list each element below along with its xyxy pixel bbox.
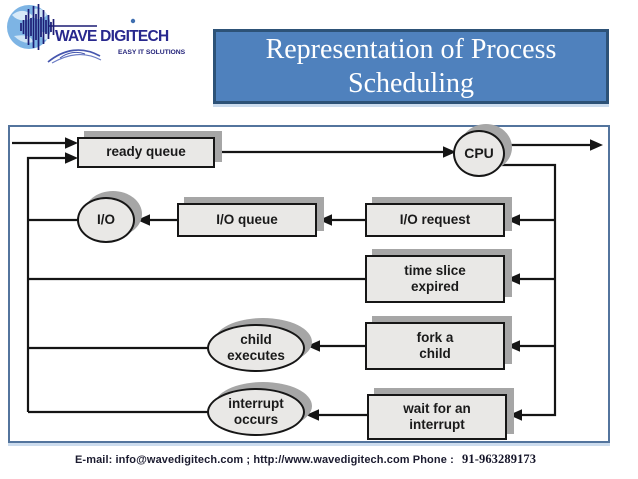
node-label: child bbox=[240, 331, 272, 347]
waveform-icon bbox=[20, 4, 97, 50]
node-time-slice-expired: time slice expired bbox=[365, 255, 505, 303]
slide-title-line-2: Scheduling bbox=[348, 67, 474, 99]
node-ready-queue: ready queue bbox=[77, 137, 215, 168]
node-fork-a-child: fork a child bbox=[365, 322, 505, 370]
logo-dot-icon bbox=[130, 18, 136, 24]
node-label: interrupt bbox=[409, 417, 465, 432]
node-label: expired bbox=[410, 279, 460, 294]
node-label: time slice bbox=[404, 262, 466, 278]
node-io: I/O bbox=[77, 197, 135, 243]
node-label: wait for an bbox=[403, 400, 471, 416]
wave-digitech-logo: WAVE DIGITECH EASY IT SOLUTIONS bbox=[7, 4, 186, 64]
node-io-request: I/O request bbox=[365, 203, 505, 237]
node-label: interrupt bbox=[228, 395, 284, 411]
node-label: executes bbox=[227, 348, 285, 363]
node-io-queue: I/O queue bbox=[177, 203, 317, 237]
node-label: I/O bbox=[96, 211, 115, 227]
node-label: CPU bbox=[464, 145, 494, 162]
node-child-executes: child executes bbox=[207, 324, 305, 372]
node-cpu: CPU bbox=[453, 130, 505, 177]
node-label: occurs bbox=[233, 412, 279, 427]
node-label: ready queue bbox=[106, 144, 186, 160]
footer-phone-number: 91-963289173 bbox=[462, 452, 537, 466]
node-label: child bbox=[419, 346, 451, 361]
logo-tagline-text: EASY IT SOLUTIONS bbox=[118, 49, 186, 56]
footer-contact: E-mail: info@wavedigitech.com ; http://w… bbox=[75, 452, 536, 467]
node-label: I/O request bbox=[399, 211, 471, 227]
diagram-frame bbox=[8, 125, 610, 443]
slide-title: Representation of Process Scheduling bbox=[213, 29, 609, 104]
node-interrupt-occurs: interrupt occurs bbox=[207, 388, 305, 436]
node-label: fork a bbox=[416, 329, 454, 345]
logo-brand-text: WAVE DIGITECH bbox=[55, 28, 170, 45]
node-label: I/O queue bbox=[216, 211, 278, 227]
logo-swoosh-icon bbox=[47, 49, 102, 64]
node-wait-for-interrupt: wait for an interrupt bbox=[367, 394, 507, 440]
slide-title-line-1: Representation of Process bbox=[265, 33, 557, 65]
footer-contact-text: E-mail: info@wavedigitech.com ; http://w… bbox=[75, 454, 454, 466]
